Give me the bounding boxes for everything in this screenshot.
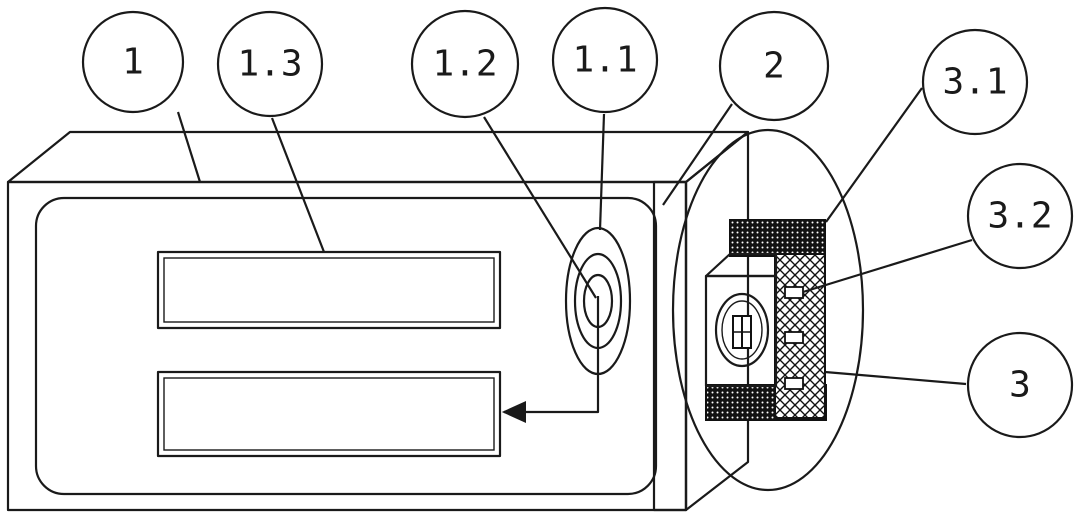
callout-3-2: 3.2 xyxy=(968,164,1072,268)
callout-1-1: 1.1 xyxy=(553,8,657,112)
callout-3: 3 xyxy=(968,333,1072,437)
leader-3 xyxy=(825,372,966,384)
callout-3-1: 3.1 xyxy=(923,30,1027,134)
callout-1-1-label: 1.1 xyxy=(572,40,637,81)
signal-arrow xyxy=(504,296,598,412)
callout-3-label: 3 xyxy=(1009,365,1031,406)
housing-top-face xyxy=(8,132,748,182)
slot-lower-inner xyxy=(164,378,494,450)
leader-3-1 xyxy=(826,88,922,222)
callout-3-1-label: 3.1 xyxy=(942,62,1007,103)
housing-front-face xyxy=(8,182,686,510)
device-housing xyxy=(8,132,748,510)
callout-1-2: 1.2 xyxy=(412,11,518,117)
connector-detail xyxy=(706,220,826,420)
callout-1-label: 1 xyxy=(122,42,144,83)
leader-3-2 xyxy=(803,240,972,292)
detail-ellipse xyxy=(673,130,863,490)
callout-2-label: 2 xyxy=(763,46,785,87)
dotted-layer-top xyxy=(730,220,825,256)
callout-2: 2 xyxy=(720,12,828,120)
callout-3-2-label: 3.2 xyxy=(987,196,1052,237)
leader-1-3 xyxy=(272,118,324,252)
slot-lower-outer xyxy=(158,372,500,456)
connector-body-top xyxy=(706,254,776,276)
contact-pad-2 xyxy=(785,332,803,343)
slot-upper xyxy=(158,252,500,328)
callout-1-3-label: 1.3 xyxy=(237,44,302,85)
side-plate-front xyxy=(654,182,686,510)
callout-1-3: 1.3 xyxy=(218,12,322,116)
slot-upper-outer xyxy=(158,252,500,328)
callout-1: 1 xyxy=(83,12,183,112)
contact-pad-1 xyxy=(785,287,803,298)
slot-upper-inner xyxy=(164,258,494,322)
callout-1-2-label: 1.2 xyxy=(432,44,497,85)
contact-pad-3 xyxy=(785,378,803,389)
slot-lower xyxy=(158,372,500,456)
leader-1 xyxy=(178,112,200,182)
